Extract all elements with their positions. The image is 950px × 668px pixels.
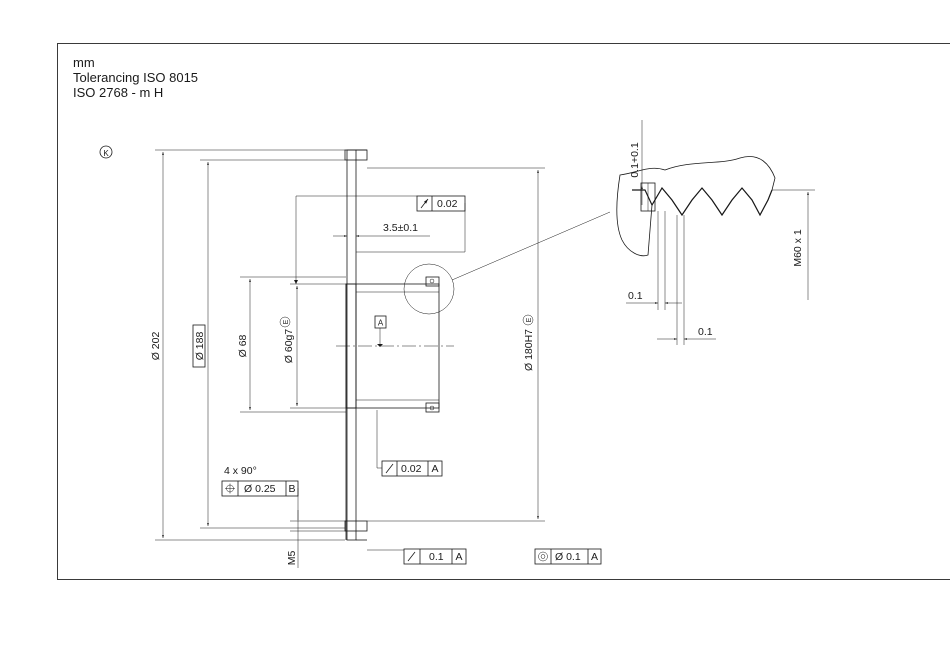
detail-view-thread: 0.1 0.1 0.1+0.1 M60 x 1 (617, 120, 815, 345)
svg-text:M5: M5 (286, 551, 298, 566)
svg-text:Ø 0.1: Ø 0.1 (555, 551, 581, 563)
svg-text:3.5±0.1: 3.5±0.1 (383, 222, 418, 234)
svg-text:E: E (283, 319, 290, 324)
svg-text:Ø 68: Ø 68 (237, 334, 249, 357)
svg-text:A: A (431, 463, 438, 475)
svg-text:0.1: 0.1 (429, 551, 444, 563)
svg-text:0.1: 0.1 (698, 326, 713, 338)
svg-text:K: K (103, 149, 109, 158)
datum-a: A (375, 316, 386, 347)
dim-m5: M5 (286, 510, 346, 568)
circle-k-symbol: K (100, 146, 112, 158)
svg-text:A: A (378, 319, 384, 328)
svg-text:A: A (591, 551, 598, 563)
svg-text:M60 x 1: M60 x 1 (792, 229, 804, 267)
fcf-runout-01-A: 0.1 A (367, 549, 466, 564)
fcf-runout-002: 0.02 (294, 196, 465, 284)
fcf-position: 4 x 90° Ø 0.25 B (222, 465, 298, 520)
svg-text:0.02: 0.02 (401, 463, 422, 475)
svg-text:0.1+0.1: 0.1+0.1 (629, 142, 641, 177)
svg-text:Ø 180H7: Ø 180H7 (523, 329, 535, 371)
svg-text:0.02: 0.02 (437, 198, 458, 210)
svg-text:A: A (455, 551, 462, 563)
svg-text:Ø 0.25: Ø 0.25 (244, 483, 276, 495)
fcf-runout-002-A: 0.02 A (377, 410, 442, 476)
svg-text:E: E (526, 317, 533, 322)
dim-thickness: 3.5±0.1 (333, 222, 430, 236)
svg-text:Ø 188: Ø 188 (194, 332, 206, 361)
svg-text:B: B (288, 483, 295, 495)
svg-text:0.1: 0.1 (628, 290, 643, 302)
svg-text:Ø 202: Ø 202 (150, 332, 162, 361)
svg-text:4 x 90°: 4 x 90° (224, 465, 257, 477)
detail-callout (404, 212, 610, 314)
svg-text:Ø 60g7: Ø 60g7 (283, 329, 295, 364)
fcf-concentricity: Ø 0.1 A (535, 549, 601, 564)
dim-188: Ø 188 (193, 160, 345, 528)
